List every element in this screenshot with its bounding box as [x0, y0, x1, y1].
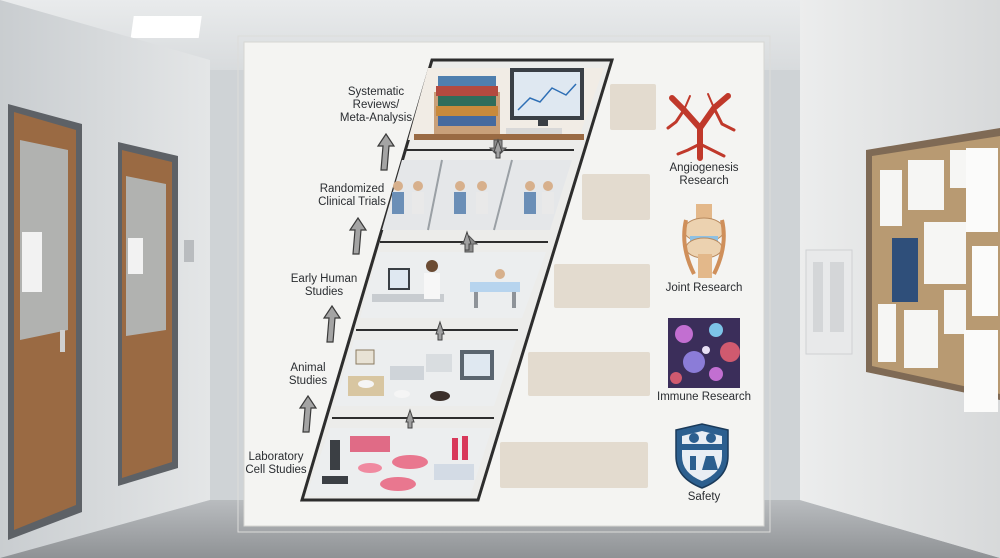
blood-vessel-icon: [666, 93, 736, 161]
stage-label-animal-studies: Animal Studies: [258, 362, 358, 388]
stage-label-line: Early Human: [290, 273, 358, 285]
stage-label-line: Studies: [304, 286, 344, 298]
door-left-2: [118, 142, 178, 486]
stage-label-randomized-trials: Randomized Clinical Trials: [302, 183, 402, 209]
knee-joint-icon: [682, 204, 726, 278]
ladder-arrows: [405, 138, 503, 429]
progression-arrows: [298, 132, 396, 433]
blank-boxes: [500, 84, 656, 488]
research-label-angiogenesis: Angiogenesis Research: [634, 162, 774, 188]
stage-label-line: Laboratory: [248, 451, 304, 463]
door-left-1: [8, 104, 82, 540]
bulletin-board: [866, 128, 1000, 412]
research-label-line: Immune Research: [657, 391, 751, 403]
research-label-joint: Joint Research: [634, 282, 774, 295]
immune-cells-icon: [668, 318, 740, 388]
safety-shield-icon: [675, 423, 729, 489]
stage-label-systematic-reviews: Systematic Reviews/ Meta-Analysis: [326, 86, 426, 125]
ceiling-light: [130, 16, 202, 38]
stage-label-line: Clinical Trials: [318, 196, 386, 208]
research-label-safety: Safety: [634, 491, 774, 504]
research-label-line: Research: [679, 175, 729, 187]
stage-label-early-human: Early Human Studies: [274, 273, 374, 299]
stage-label-line: Animal: [290, 362, 326, 374]
research-label-line: Angiogenesis: [669, 162, 739, 174]
stage-label-line: Reviews/: [352, 99, 400, 111]
research-label-immune: Immune Research: [634, 391, 774, 404]
stage-label-line: Randomized: [319, 183, 385, 195]
stage-label-line: Meta-Analysis: [339, 112, 413, 124]
research-label-line: Joint Research: [665, 282, 743, 294]
stage-label-laboratory-cell: Laboratory Cell Studies: [226, 451, 326, 477]
stage-label-line: Studies: [288, 375, 328, 387]
research-label-line: Safety: [687, 491, 721, 503]
stage-label-line: Cell Studies: [245, 464, 307, 476]
stage-label-line: Systematic: [347, 86, 405, 98]
